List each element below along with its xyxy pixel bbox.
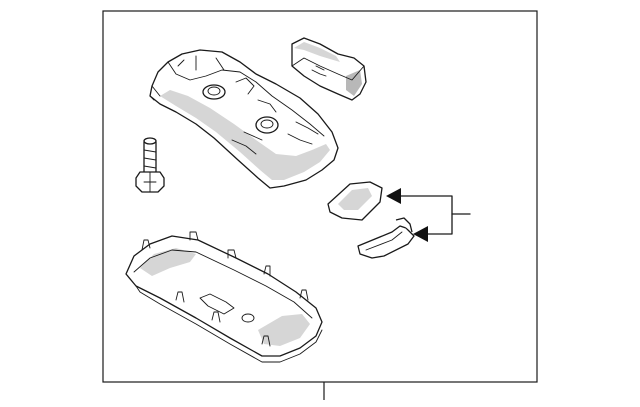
callout-leader xyxy=(386,188,471,242)
console-bezel xyxy=(125,231,323,363)
arrow-upper-lens xyxy=(386,188,401,204)
arrow-lower-bracket xyxy=(413,226,428,242)
lens-upper xyxy=(327,181,383,221)
diagram-frame xyxy=(102,10,538,383)
map-lamp-lens xyxy=(291,37,367,101)
mounting-screw xyxy=(135,137,165,193)
console-housing xyxy=(149,49,339,189)
lens-lower-bracket xyxy=(357,217,415,259)
